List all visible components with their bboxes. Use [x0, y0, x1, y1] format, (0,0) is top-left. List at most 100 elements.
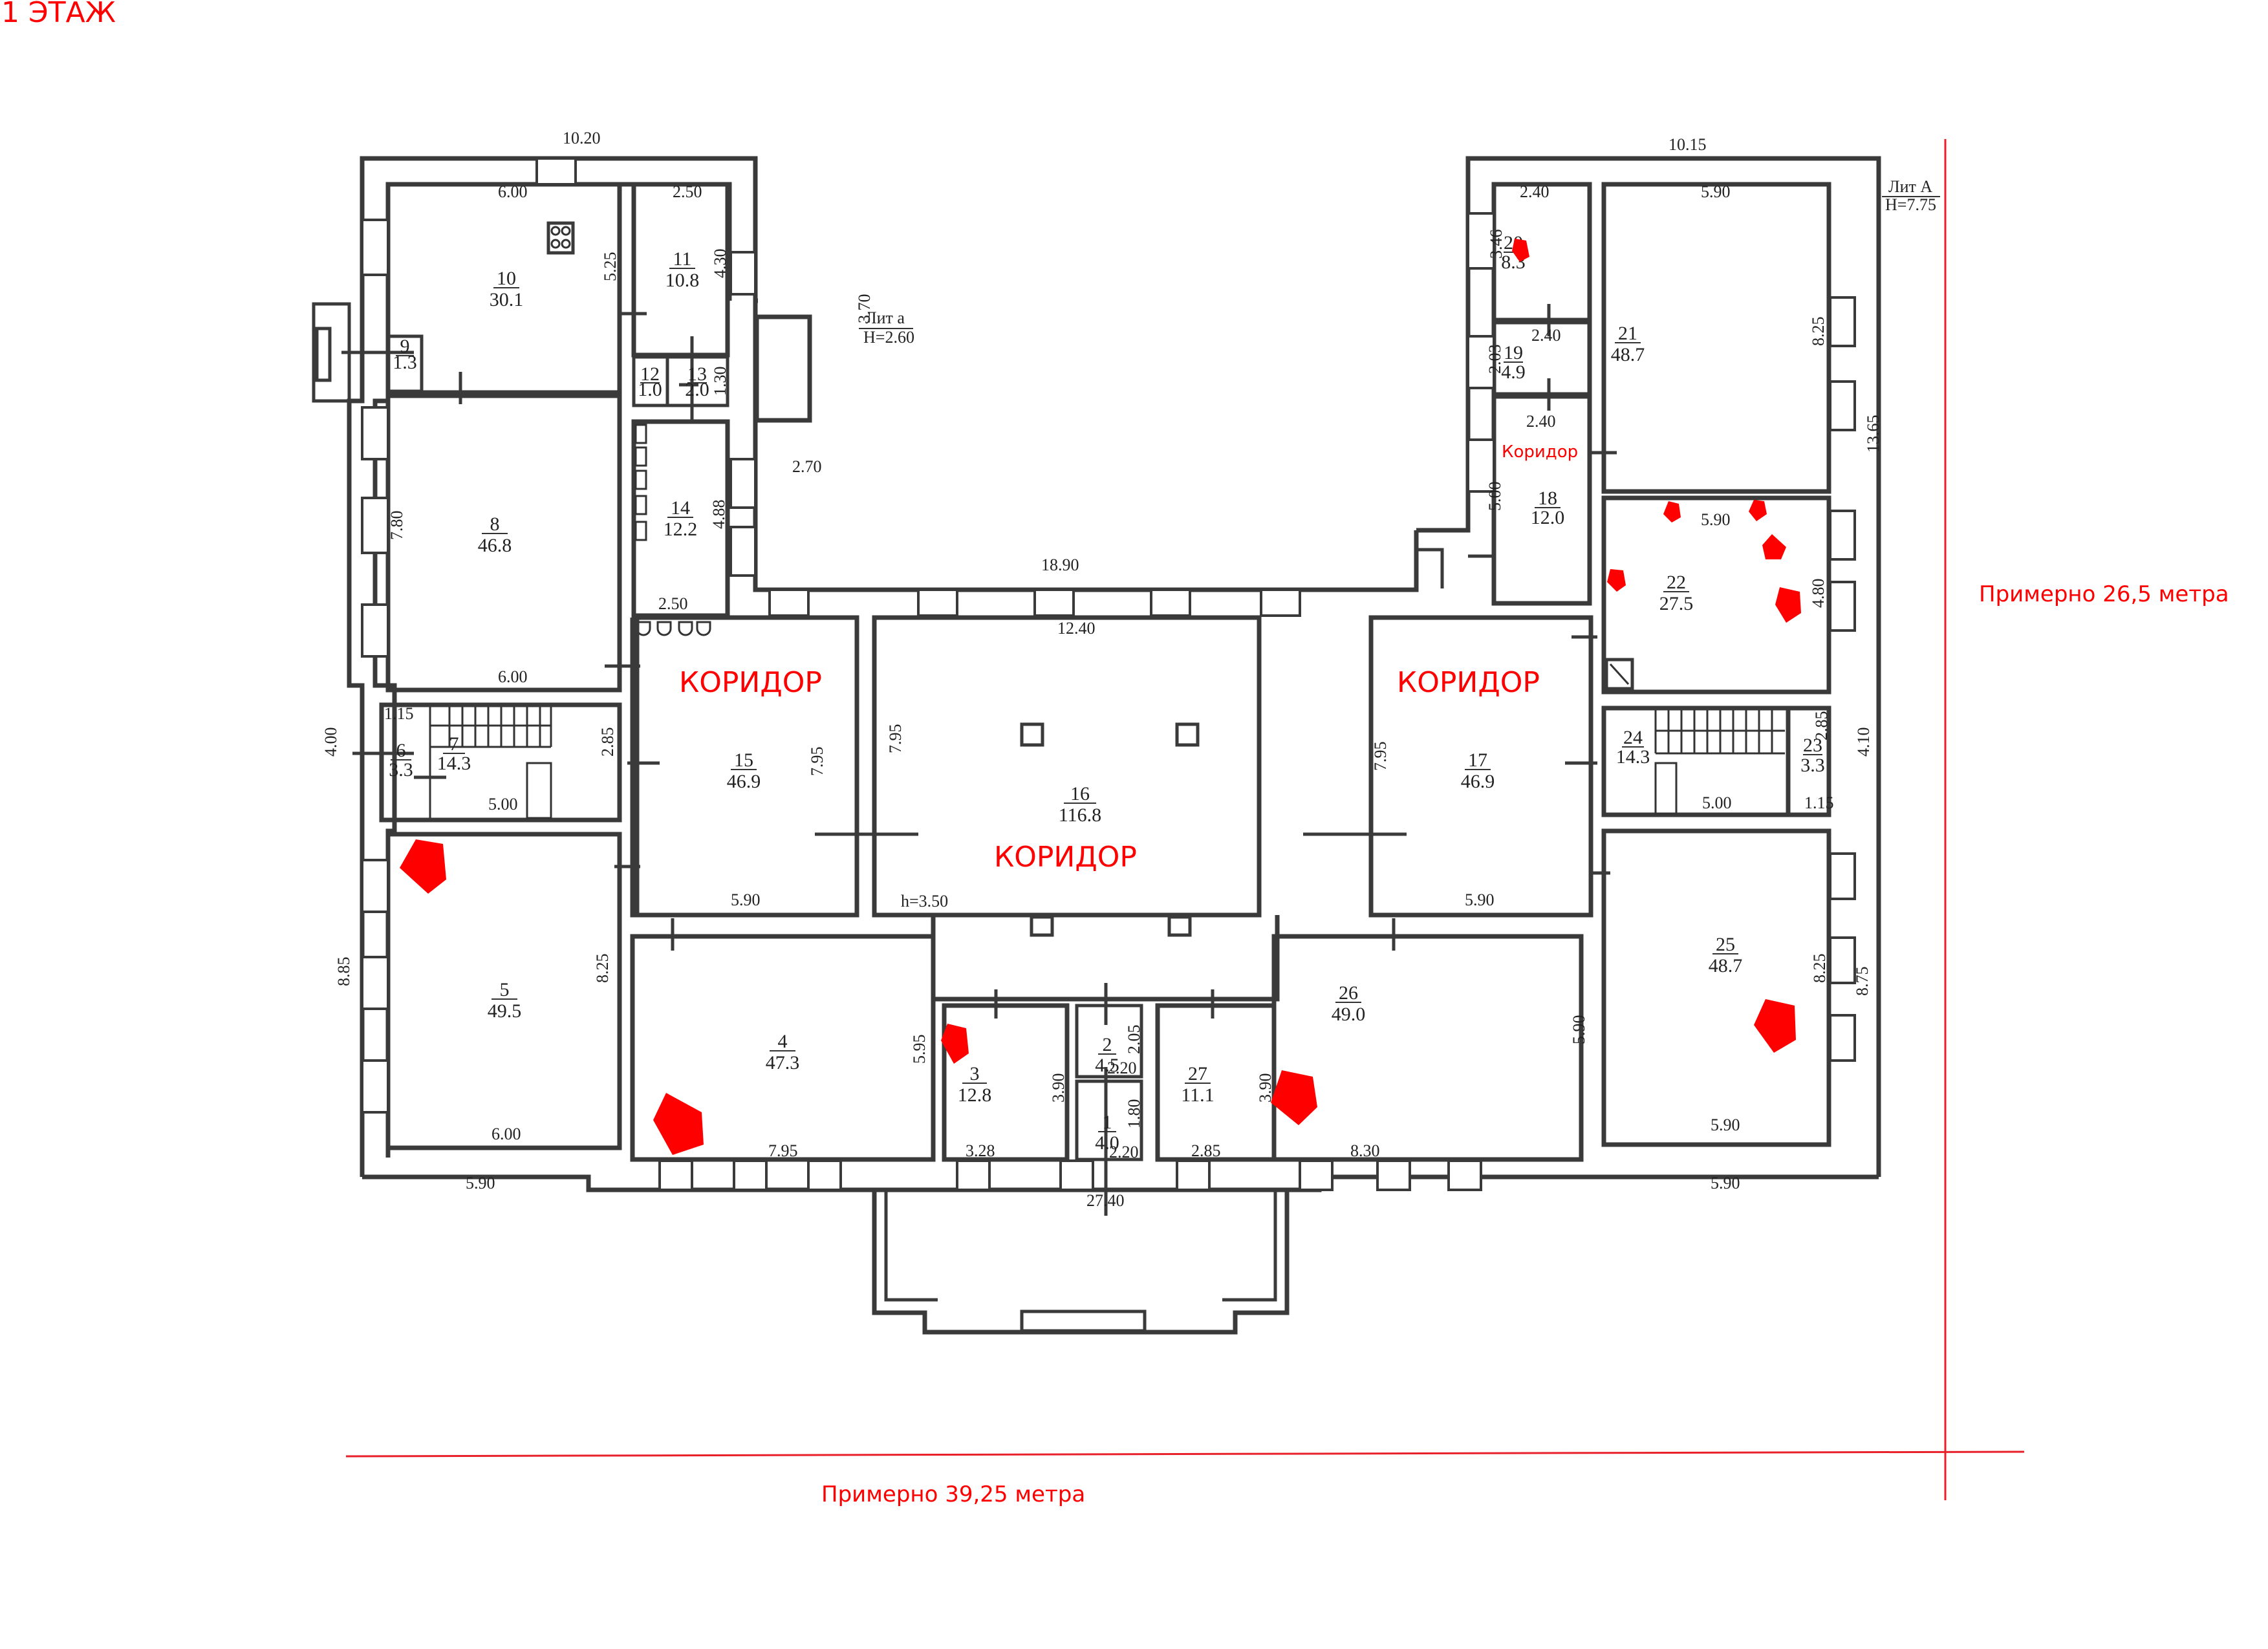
svg-text:H=2.60: H=2.60	[863, 328, 914, 347]
svg-text:116.8: 116.8	[1059, 804, 1101, 826]
svg-text:1: 1	[1103, 1112, 1112, 1133]
svg-text:1.15: 1.15	[384, 704, 414, 723]
svg-text:3.28: 3.28	[966, 1141, 995, 1160]
svg-text:47.3: 47.3	[766, 1052, 800, 1073]
svg-text:5.90: 5.90	[1701, 510, 1731, 529]
svg-text:27.40: 27.40	[1086, 1191, 1125, 1210]
svg-text:H=7.75: H=7.75	[1885, 195, 1936, 214]
svg-text:46.8: 46.8	[478, 535, 512, 556]
svg-text:4: 4	[778, 1031, 788, 1052]
svg-text:21: 21	[1618, 323, 1637, 344]
svg-text:4.5: 4.5	[1095, 1055, 1119, 1076]
room-26-outline	[1271, 934, 1584, 1162]
svg-text:49.0: 49.0	[1332, 1004, 1366, 1025]
svg-text:4.9: 4.9	[1501, 361, 1526, 383]
column	[1167, 915, 1192, 937]
corridor-label-right: КОРИДОР	[1397, 666, 1540, 699]
svg-text:Лит А: Лит А	[1888, 177, 1932, 196]
svg-text:5.90: 5.90	[1711, 1116, 1740, 1134]
doors	[341, 304, 1617, 1216]
svg-text:48.7: 48.7	[1611, 344, 1645, 365]
svg-text:3.3: 3.3	[1800, 755, 1825, 776]
room-7-outline	[379, 702, 622, 823]
svg-text:10.20: 10.20	[563, 129, 601, 147]
marker-room-25	[1754, 999, 1796, 1053]
svg-text:1.15: 1.15	[1804, 793, 1834, 812]
svg-text:18: 18	[1538, 488, 1557, 509]
svg-text:46.9: 46.9	[1461, 771, 1495, 792]
svg-text:2.85: 2.85	[1191, 1141, 1221, 1160]
svg-text:27.5: 27.5	[1659, 593, 1694, 614]
room-label-2: 24.5	[1095, 1034, 1119, 1076]
svg-text:6.00: 6.00	[491, 1125, 521, 1143]
svg-text:14: 14	[671, 497, 690, 519]
room-2-outline	[1075, 1004, 1143, 1079]
walls-center	[362, 301, 1879, 1335]
svg-text:5.90: 5.90	[1465, 890, 1495, 909]
svg-text:12.0: 12.0	[1531, 507, 1565, 528]
room-label-19: 194.9	[1501, 342, 1526, 383]
svg-text:8.30: 8.30	[1350, 1141, 1380, 1160]
svg-text:4.80: 4.80	[1809, 579, 1828, 609]
svg-text:13: 13	[687, 363, 707, 385]
svg-text:5.00: 5.00	[488, 795, 518, 814]
svg-text:9: 9	[400, 336, 410, 357]
svg-text:49.5: 49.5	[488, 1000, 522, 1022]
svg-text:5.00: 5.00	[1485, 482, 1504, 512]
svg-text:15: 15	[734, 749, 753, 771]
marker-room-3	[941, 1024, 969, 1064]
marker-room-22e	[1775, 587, 1801, 623]
red-markers	[400, 239, 1801, 1155]
height-note: Примерно 26,5 метра	[1979, 581, 2229, 607]
svg-text:19: 19	[1504, 342, 1523, 363]
svg-text:Лит а: Лит а	[865, 308, 905, 327]
svg-text:10: 10	[497, 268, 516, 289]
svg-text:7.95: 7.95	[808, 747, 826, 777]
svg-text:8.25: 8.25	[1810, 954, 1829, 984]
svg-text:3.3: 3.3	[389, 759, 413, 781]
svg-text:14.3: 14.3	[1616, 746, 1650, 768]
room-3-outline	[942, 1003, 1070, 1162]
column	[1020, 722, 1044, 747]
svg-text:14.3: 14.3	[437, 753, 471, 774]
svg-text:4.88: 4.88	[709, 500, 728, 530]
svg-text:2.05: 2.05	[1125, 1025, 1143, 1055]
marker-room-22b	[1749, 500, 1767, 521]
dimension-labels: 10.20 6.00 2.50 5.25 4.30 1.30 3.70 2.70…	[321, 129, 1883, 1210]
room-label-4: 447.3	[766, 1031, 800, 1073]
svg-text:27: 27	[1188, 1063, 1207, 1084]
svg-text:13.65: 13.65	[1864, 415, 1883, 453]
corridor-label-small: Коридор	[1502, 442, 1578, 462]
marker-room-22a	[1663, 501, 1681, 523]
shaft-icon	[1604, 658, 1634, 691]
room-23-outline	[1786, 706, 1831, 817]
svg-text:26: 26	[1339, 982, 1358, 1004]
marker-room-5	[400, 839, 446, 894]
room-label-6: 63.3	[389, 740, 413, 781]
svg-text:3.70: 3.70	[855, 294, 874, 324]
room-labels: 14.0 24.5 312.8 447.3 549.5 63.3 714.3 8…	[389, 232, 1825, 1154]
svg-text:2.50: 2.50	[673, 182, 702, 201]
svg-text:16: 16	[1070, 783, 1090, 804]
svg-text:22: 22	[1667, 572, 1686, 593]
svg-text:6.00: 6.00	[498, 667, 528, 686]
svg-text:2.85: 2.85	[1812, 711, 1831, 741]
svg-text:7.95: 7.95	[1371, 742, 1390, 771]
svg-text:5.90: 5.90	[731, 890, 761, 909]
lit-label-A: Лит А H=7.75	[1882, 177, 1940, 214]
svg-text:2.40: 2.40	[1531, 326, 1561, 345]
room-13-outline	[665, 355, 729, 407]
room-1-outline	[1075, 1079, 1143, 1161]
svg-text:4.0: 4.0	[1095, 1132, 1119, 1154]
svg-text:2.03: 2.03	[1485, 345, 1504, 374]
